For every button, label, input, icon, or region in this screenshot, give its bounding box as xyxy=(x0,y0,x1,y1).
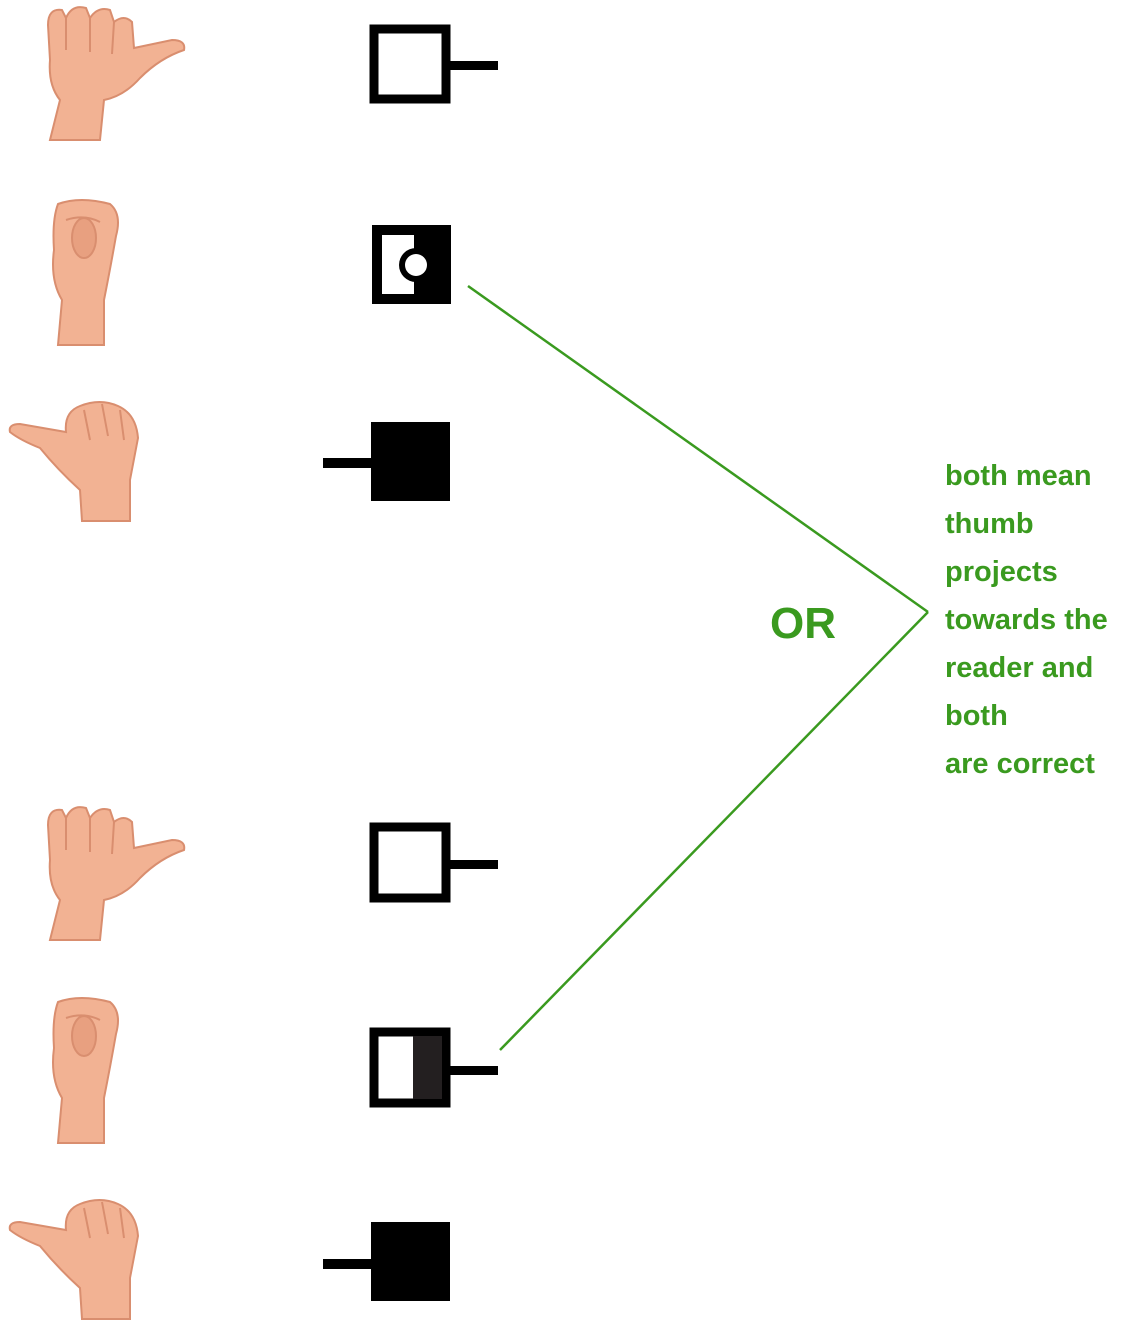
note-line: thumb xyxy=(945,508,1034,540)
hand-thumb-right-image xyxy=(47,806,186,941)
square-half-filled-line-right-symbol xyxy=(369,1027,498,1108)
note-line: projects xyxy=(945,556,1058,588)
filled-square-line-left-symbol xyxy=(323,422,450,501)
square-line-right-symbol xyxy=(369,822,498,903)
hand-thumb-toward-reader-image xyxy=(52,199,119,346)
hand-thumb-toward-reader-image xyxy=(52,997,119,1144)
square-line-right-symbol xyxy=(369,24,498,104)
connector-line-lower xyxy=(499,611,929,1051)
note-line: reader and xyxy=(945,652,1094,684)
connector-line-upper xyxy=(467,284,929,614)
explanation-note: both mean thumb projects towards the rea… xyxy=(945,452,1131,788)
or-label: OR xyxy=(770,599,836,648)
hand-thumb-right-image xyxy=(47,6,186,141)
black-square-notch-dot-symbol xyxy=(372,225,451,304)
note-line: both xyxy=(945,700,1008,732)
note-line: both mean xyxy=(945,460,1092,492)
note-line: are correct xyxy=(945,748,1095,780)
hand-thumb-left-image xyxy=(8,1199,140,1320)
hand-thumb-left-image xyxy=(8,401,140,522)
note-line: towards the xyxy=(945,604,1108,636)
filled-square-line-left-symbol xyxy=(323,1222,450,1301)
